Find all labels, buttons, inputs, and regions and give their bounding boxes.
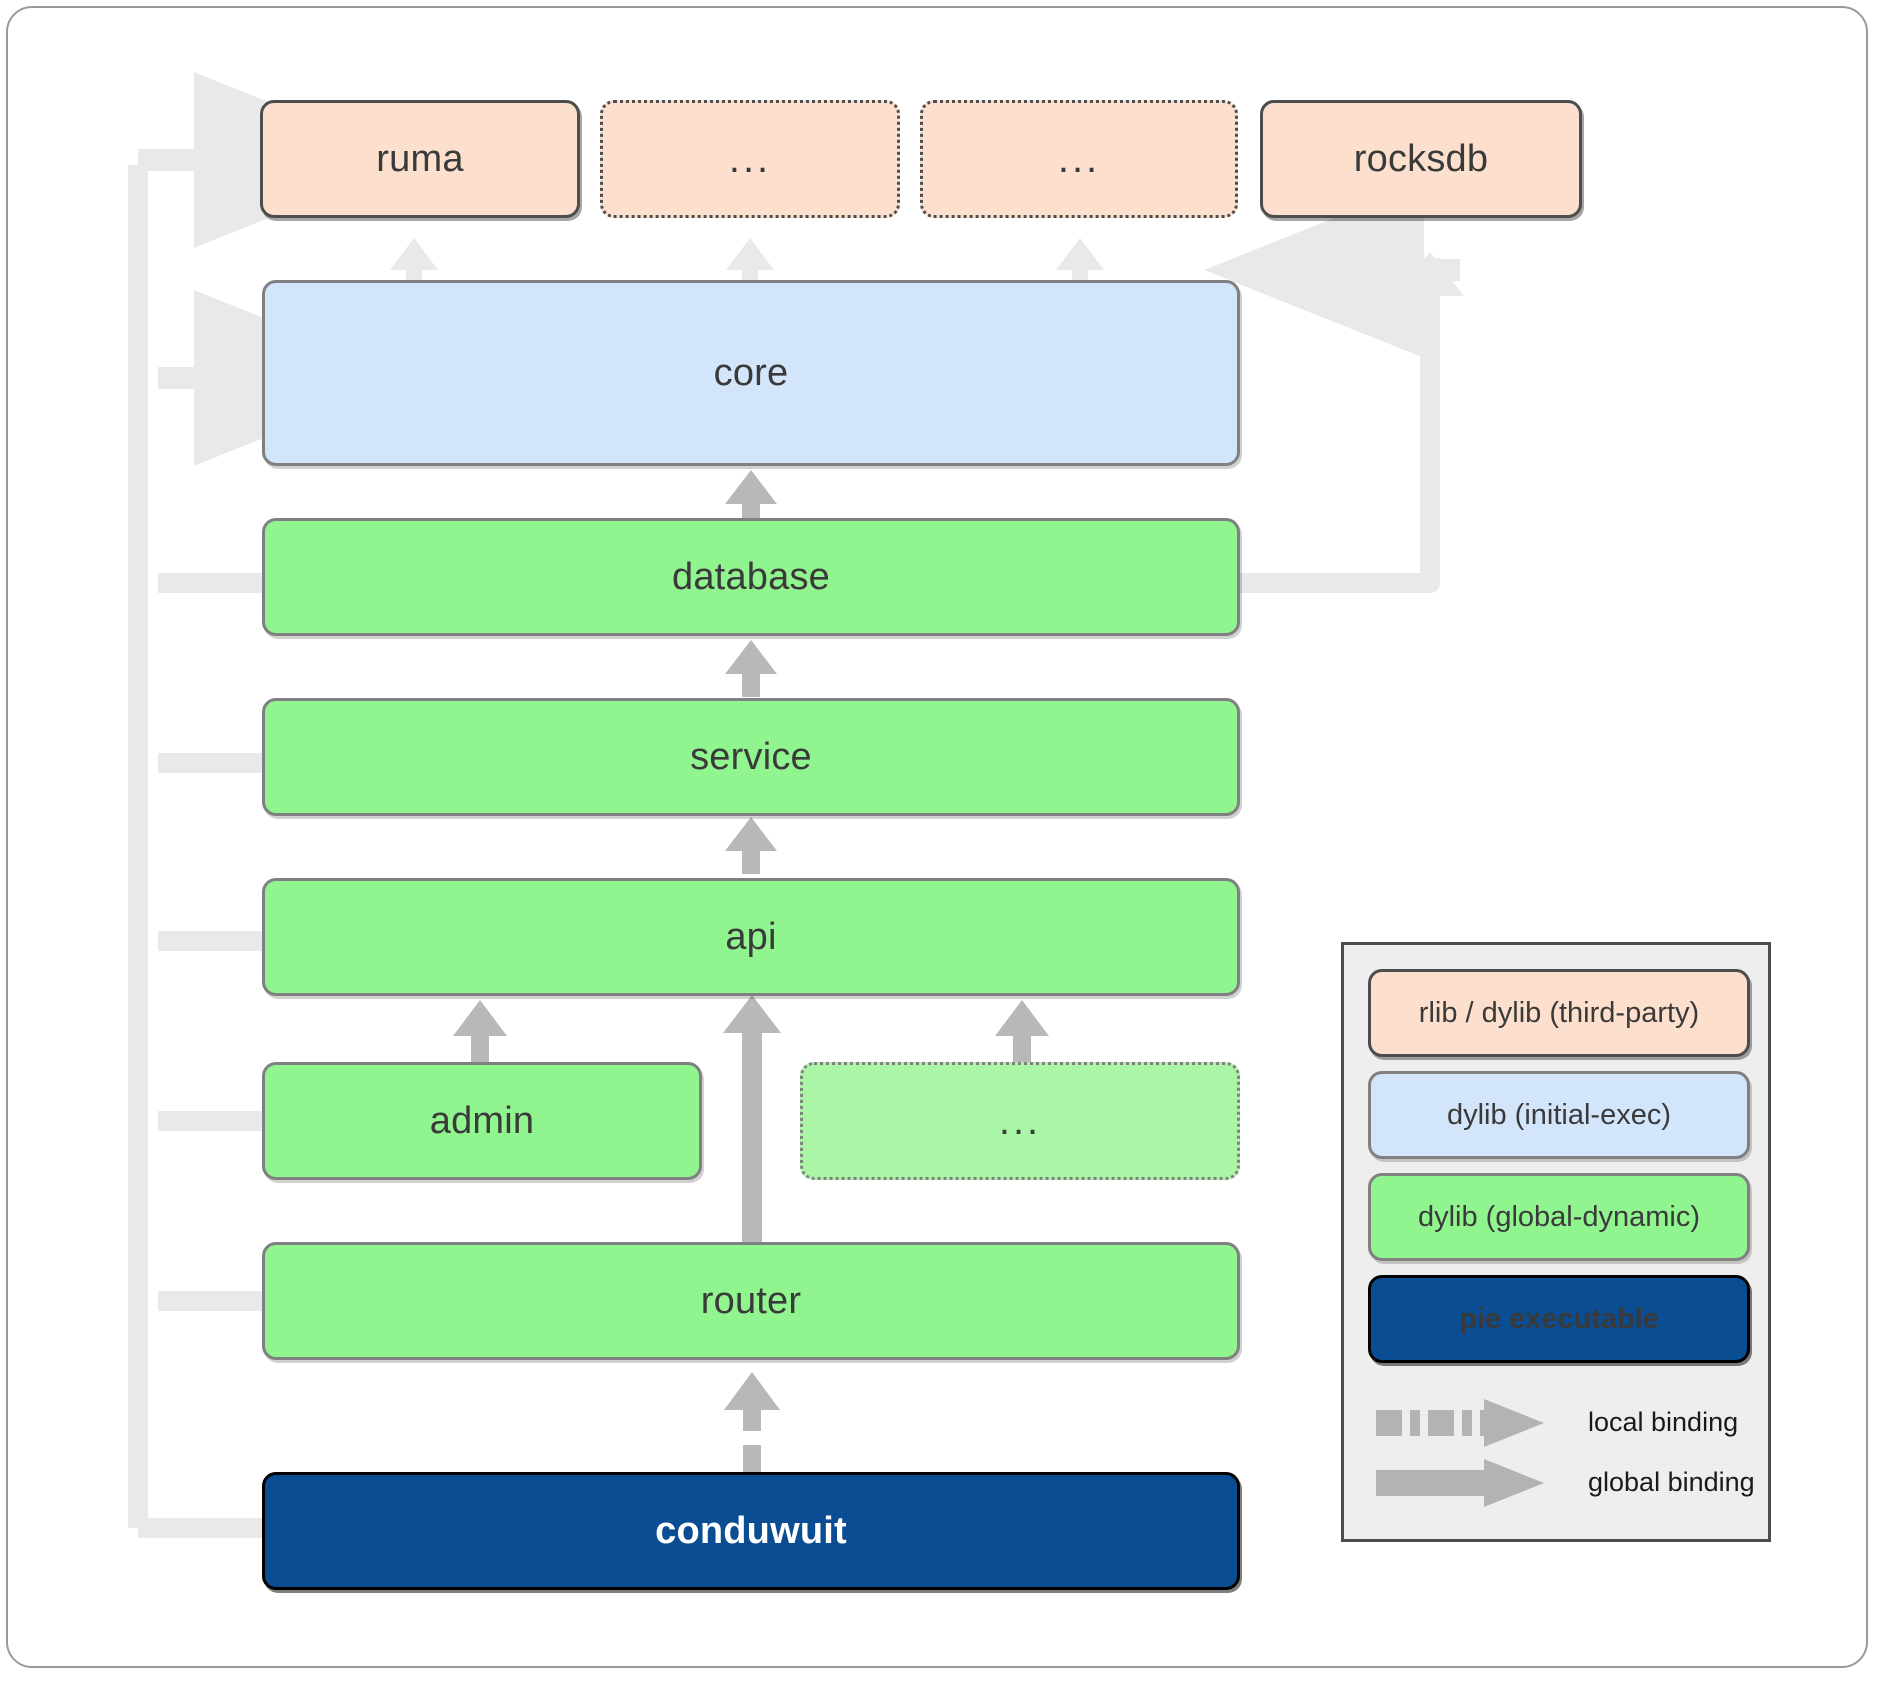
node-admin[interactable]: admin xyxy=(262,1062,702,1180)
node-rocksdb-label: rocksdb xyxy=(1353,137,1489,180)
legend-swatch-global-dynamic: dylib (global-dynamic) xyxy=(1368,1173,1750,1261)
node-admin-label: admin xyxy=(429,1099,535,1142)
edge-api-service xyxy=(725,817,777,874)
legend-swatch-initial-exec-label: dylib (initial-exec) xyxy=(1446,1098,1671,1131)
edge-core-etc2 xyxy=(1056,238,1104,286)
edge-service-database xyxy=(725,640,777,697)
node-ruma[interactable]: ruma xyxy=(260,100,580,218)
edge-core-etc1 xyxy=(726,238,774,286)
node-etc-top-1[interactable]: ... xyxy=(600,100,900,218)
legend-row-local-binding: local binding xyxy=(1364,1393,1756,1453)
node-core-label: core xyxy=(713,351,789,394)
node-etc-admin[interactable]: ... xyxy=(800,1062,1240,1180)
edges-core-to-third-party xyxy=(390,238,1104,286)
global-binding-arrow-icon xyxy=(1376,1459,1544,1507)
edge-database-rocksdb xyxy=(1204,182,1464,593)
local-binding-arrow-icon xyxy=(1376,1399,1544,1447)
node-conduwuit-label: conduwuit xyxy=(655,1509,847,1552)
edge-conduwuit-router-local xyxy=(724,1372,780,1475)
legend-swatch-pie-executable-label: pie executable xyxy=(1459,1302,1659,1335)
node-ruma-label: ruma xyxy=(376,137,464,180)
legend-swatch-third-party: rlib / dylib (third-party) xyxy=(1368,969,1750,1057)
legend-global-binding-label: global binding xyxy=(1588,1467,1755,1497)
legend-swatch-initial-exec: dylib (initial-exec) xyxy=(1368,1071,1750,1159)
legend-panel: rlib / dylib (third-party) dylib (initia… xyxy=(1341,942,1771,1542)
node-database[interactable]: database xyxy=(262,518,1240,636)
node-router[interactable]: router xyxy=(262,1242,1240,1360)
node-database-label: database xyxy=(672,555,830,598)
node-api-label: api xyxy=(725,915,777,958)
edge-core-ruma xyxy=(390,238,438,286)
node-rocksdb[interactable]: rocksdb xyxy=(1260,100,1582,218)
node-router-label: router xyxy=(700,1279,802,1322)
conduwuit-global-bus xyxy=(128,72,414,1538)
edge-database-core xyxy=(725,470,777,527)
legend-swatch-global-dynamic-label: dylib (global-dynamic) xyxy=(1417,1200,1701,1233)
legend-swatch-third-party-label: rlib / dylib (third-party) xyxy=(1418,996,1700,1029)
node-api[interactable]: api xyxy=(262,878,1240,996)
edge-admin-api xyxy=(453,1000,507,1070)
legend-swatch-pie-executable: pie executable xyxy=(1368,1275,1750,1363)
edge-router-api xyxy=(723,995,781,1248)
node-service-label: service xyxy=(690,735,812,778)
node-service[interactable]: service xyxy=(262,698,1240,816)
legend-local-binding-label: local binding xyxy=(1588,1407,1739,1437)
stack-edges xyxy=(453,470,1049,1475)
node-etc-top-2[interactable]: ... xyxy=(920,100,1238,218)
legend-row-global-binding: global binding xyxy=(1364,1453,1756,1513)
node-core[interactable]: core xyxy=(262,280,1240,466)
edge-etcadmin-api xyxy=(995,1000,1049,1070)
node-conduwuit[interactable]: conduwuit xyxy=(262,1472,1240,1590)
